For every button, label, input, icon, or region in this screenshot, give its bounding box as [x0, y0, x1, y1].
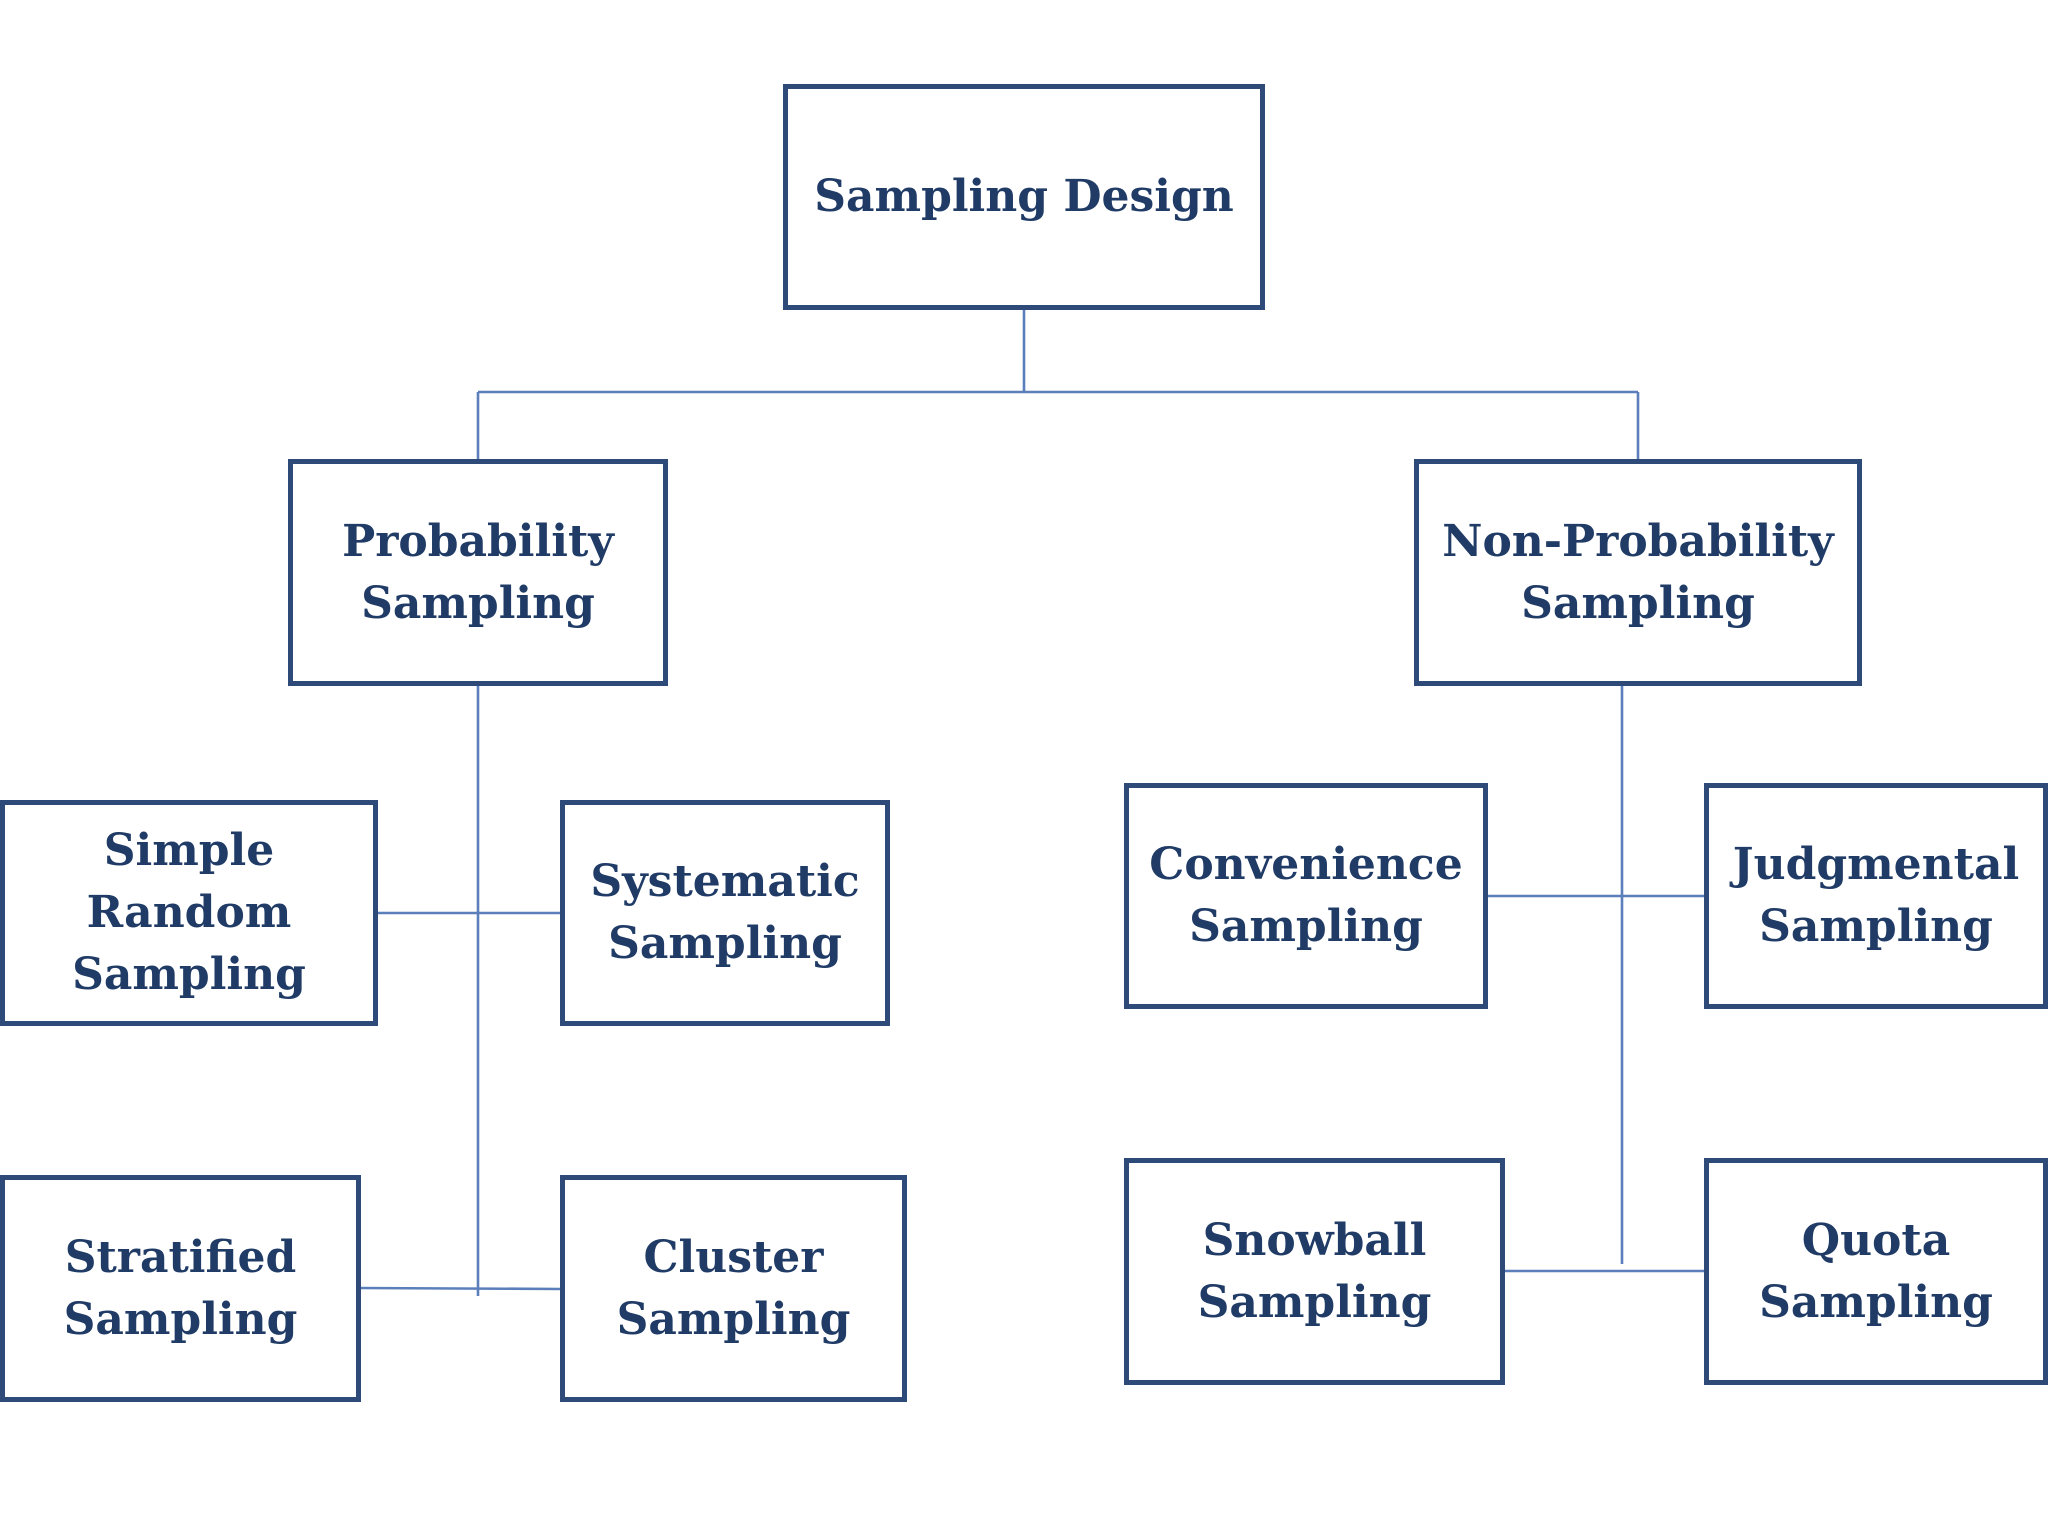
cluster-sampling-box: Cluster Sampling — [560, 1175, 907, 1402]
sampling-design-box: Sampling Design — [783, 84, 1265, 310]
sampling-design-label: Sampling Design — [814, 171, 1234, 222]
quota-sampling-box: Quota Sampling — [1704, 1158, 2048, 1385]
judgmental-sampling-box: Judgmental Sampling — [1704, 783, 2048, 1009]
stratified-sampling-label: Stratified Sampling — [63, 1231, 298, 1345]
probability-row2-line — [357, 1286, 563, 1291]
simple-random-sampling-box: Simple Random Sampling — [0, 800, 378, 1026]
simple-random-sampling-label: Simple Random Sampling — [72, 825, 306, 1000]
systematic-sampling-box: Systematic Sampling — [560, 800, 890, 1026]
systematic-sampling-label: Systematic Sampling — [590, 856, 860, 969]
judgmental-sampling-label: Judgmental Sampling — [1732, 839, 2020, 952]
non-probability-sampling-box: Non-Probability Sampling — [1414, 459, 1862, 686]
stratified-sampling-box: Stratified Sampling — [0, 1175, 361, 1402]
probability-sampling-box: Probability Sampling — [288, 459, 668, 686]
convenience-sampling-box: Convenience Sampling — [1124, 783, 1488, 1009]
snowball-sampling-label: Snowball Sampling — [1197, 1214, 1432, 1328]
non-probability-sampling-label: Non-Probability Sampling — [1442, 515, 1834, 629]
snowball-sampling-box: Snowball Sampling — [1124, 1158, 1505, 1385]
quota-sampling-label: Quota Sampling — [1759, 1214, 1993, 1328]
cluster-sampling-label: Cluster Sampling — [616, 1231, 851, 1345]
convenience-sampling-label: Convenience Sampling — [1149, 839, 1463, 952]
probability-sampling-label: Probability Sampling — [342, 515, 614, 629]
